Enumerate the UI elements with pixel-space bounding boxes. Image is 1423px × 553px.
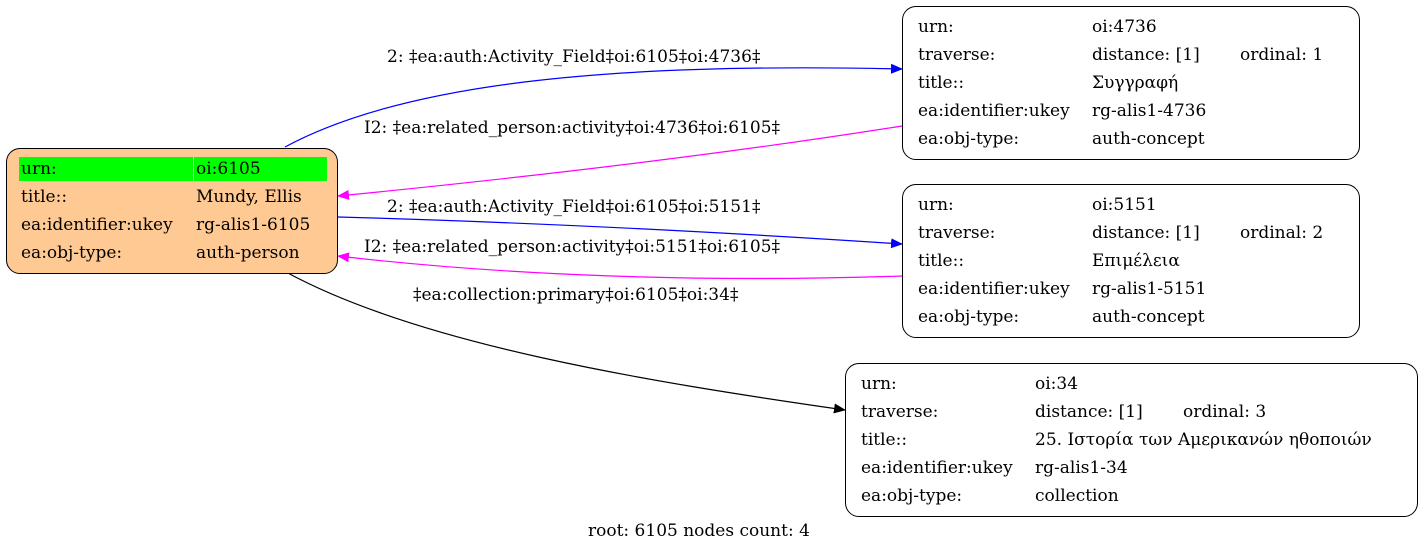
- node-traverse-key: traverse:: [861, 402, 939, 422]
- edge-root-to-5151: [337, 216, 903, 249]
- root-title-value: Mundy, Ellis: [196, 187, 302, 207]
- node-type-value: auth-concept: [1092, 307, 1205, 327]
- graph-footer: root: 6105 nodes count: 4: [588, 521, 810, 541]
- node-4736[interactable]: urn: oi:4736 traverse: distance: [1] ord…: [902, 6, 1360, 160]
- root-type-value: auth-person: [196, 243, 300, 263]
- node-ordinal: ordinal: 1: [1240, 45, 1324, 65]
- node-type-key: ea:obj-type:: [918, 129, 1020, 149]
- edge-root-to-34: [285, 271, 846, 414]
- node-type-value: auth-concept: [1092, 129, 1205, 149]
- node-title-value: 25. Ιστορία των Αμερικανών ηθοποιών: [1035, 430, 1372, 450]
- root-row-urn: urn: oi:6105: [19, 157, 327, 181]
- node-urn-key: urn:: [918, 195, 954, 215]
- node-urn-key: urn:: [918, 17, 954, 37]
- edge-root-to-4736: [284, 63, 903, 148]
- node-type-key: ea:obj-type:: [861, 486, 963, 506]
- root-urn-value: oi:6105: [194, 157, 327, 181]
- node-distance: distance: [1]: [1092, 223, 1200, 243]
- node-title-key: title::: [918, 251, 965, 271]
- node-ordinal: ordinal: 3: [1183, 402, 1267, 422]
- edge-label-root-to-34: ‡ea:collection:primary‡oi:6105‡oi:34‡: [413, 285, 739, 305]
- edge-4736-to-root: [337, 125, 903, 200]
- edge-label-root-to-4736: 2: ‡ea:auth:Activity_Field‡oi:6105‡oi:47…: [387, 47, 761, 67]
- node-type-value: collection: [1035, 486, 1119, 506]
- node-ordinal: ordinal: 2: [1240, 223, 1324, 243]
- edge-label-root-to-5151: 2: ‡ea:auth:Activity_Field‡oi:6105‡oi:51…: [387, 197, 761, 217]
- node-traverse-key: traverse:: [918, 223, 996, 243]
- root-row-title: title:: Mundy, Ellis: [19, 185, 327, 209]
- node-urn-value: oi:5151: [1092, 195, 1157, 215]
- node-ukey-value: rg-alis1-4736: [1092, 101, 1207, 121]
- node-traverse-key: traverse:: [918, 45, 996, 65]
- node-title-value: Συγγραφή: [1092, 73, 1179, 93]
- node-ukey-key: ea:identifier:ukey: [918, 279, 1070, 299]
- node-ukey-value: rg-alis1-5151: [1092, 279, 1207, 299]
- node-ukey-value: rg-alis1-34: [1035, 458, 1128, 478]
- node-34[interactable]: urn: oi:34 traverse: distance: [1] ordin…: [845, 363, 1418, 517]
- root-row-ukey: ea:identifier:ukey rg-alis1-6105: [19, 213, 327, 237]
- node-urn-value: oi:4736: [1092, 17, 1157, 37]
- node-title-key: title::: [861, 430, 908, 450]
- node-type-key: ea:obj-type:: [918, 307, 1020, 327]
- root-row-type: ea:obj-type: auth-person: [19, 241, 327, 265]
- node-distance: distance: [1]: [1035, 402, 1143, 422]
- root-ukey-key: ea:identifier:ukey: [21, 215, 173, 235]
- root-ukey-value: rg-alis1-6105: [196, 215, 311, 235]
- node-ukey-key: ea:identifier:ukey: [861, 458, 1013, 478]
- root-title-key: title::: [21, 187, 68, 207]
- edge-label-5151-to-root: I2: ‡ea:related_person:activity‡oi:5151‡…: [364, 237, 781, 257]
- root-type-key: ea:obj-type:: [21, 243, 123, 263]
- node-title-value: Επιμέλεια: [1092, 251, 1180, 271]
- node-title-key: title::: [918, 73, 965, 93]
- edge-label-4736-to-root: I2: ‡ea:related_person:activity‡oi:4736‡…: [364, 118, 781, 138]
- node-ukey-key: ea:identifier:ukey: [918, 101, 1070, 121]
- node-urn-value: oi:34: [1035, 374, 1079, 394]
- node-urn-key: urn:: [861, 374, 897, 394]
- edge-5151-to-root: [337, 252, 903, 280]
- root-node[interactable]: urn: oi:6105 title:: Mundy, Ellis ea:ide…: [6, 148, 338, 274]
- node-5151[interactable]: urn: oi:5151 traverse: distance: [1] ord…: [902, 184, 1360, 338]
- node-distance: distance: [1]: [1092, 45, 1200, 65]
- root-urn-key: urn:: [19, 157, 193, 181]
